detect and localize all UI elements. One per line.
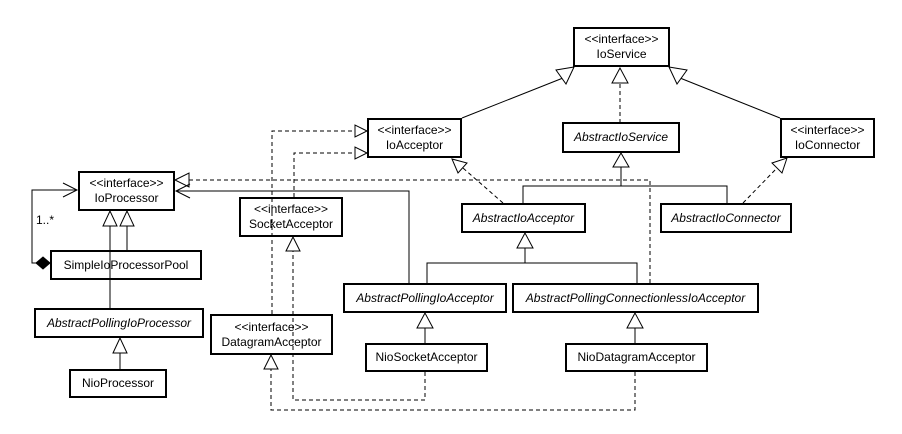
stereotype-label: <<interface>> — [234, 319, 309, 334]
class-name-label: IoConnector — [794, 138, 861, 152]
class-box-nioprocessor: NioProcessor — [69, 369, 167, 398]
class-box-abstractioservice: AbstractIoService — [562, 122, 680, 153]
hollow-triangle-arrowhead-icon — [555, 66, 575, 85]
class-name-label: NioDatagramAcceptor — [577, 350, 696, 364]
hollow-triangle-arrowhead-icon — [354, 124, 369, 138]
hollow-triangle-arrowhead-icon — [451, 158, 468, 174]
hollow-triangle-arrowhead-icon — [771, 157, 788, 174]
stereotype-label: <<interface>> — [584, 32, 659, 46]
edge-niosocketacceptor-extends-abstractpollingioacceptor — [416, 311, 434, 343]
class-box-ioprocessor: <<interface>>IoProcessor — [78, 171, 175, 211]
edge-abstractioacceptor-implements-ioacceptor — [451, 158, 504, 204]
class-box-abstractpollingioacceptor: AbstractPollingIoAcceptor — [343, 283, 507, 313]
class-box-abstractioacceptor: AbstractIoAcceptor — [461, 203, 586, 233]
class-name-label: SimpleIoProcessorPool — [63, 257, 189, 272]
stereotype-label: <<interface>> — [253, 202, 329, 216]
class-name-label: IoAcceptor — [385, 138, 444, 152]
class-name-label: IoService — [596, 47, 647, 61]
hollow-triangle-arrowhead-icon — [668, 66, 688, 85]
class-box-socketacceptor: <<interface>>SocketAcceptor — [239, 197, 343, 237]
edge-ioconnector-extends-ioservice — [668, 66, 781, 119]
edge-abstractioservice-implements-ioservice — [611, 66, 629, 123]
class-name-label: AbstractIoAcceptor — [472, 210, 575, 225]
edge-polling-acceptors-extend-abstractioacceptor — [426, 231, 638, 283]
edge-nioprocessor-extends-abstractpollingioprocessor — [112, 336, 128, 369]
class-box-abstractpollingioprocessor: AbstractPollingIoProcessor — [34, 308, 204, 338]
hollow-triangle-arrowhead-icon — [516, 231, 534, 249]
hollow-triangle-arrowhead-icon — [416, 311, 434, 329]
class-name-label: DatagramAcceptor — [221, 334, 322, 349]
edge-simpleioprocessorpool-implements-ioprocessor — [119, 209, 135, 250]
class-name-label: AbstractPollingIoProcessor — [46, 315, 192, 330]
hollow-triangle-arrowhead-icon — [173, 172, 190, 188]
class-name-label: AbstractIoConnector — [671, 210, 781, 225]
class-box-abstractioconnector: AbstractIoConnector — [660, 203, 792, 233]
hollow-triangle-arrowhead-icon — [112, 336, 128, 354]
class-box-niodatagramacceptor: NioDatagramAcceptor — [565, 343, 708, 372]
hollow-triangle-arrowhead-icon — [102, 209, 118, 227]
hollow-triangle-arrowhead-icon — [354, 146, 369, 160]
hollow-triangle-arrowhead-icon — [285, 235, 301, 252]
class-name-label: NioProcessor — [81, 376, 155, 390]
stereotype-label: <<interface>> — [790, 123, 865, 137]
class-name-label: AbstractPollingConnectionlessIoAcceptor — [525, 290, 746, 305]
open-arrowhead-icon — [174, 183, 191, 199]
class-box-simpleioprocessorpool: SimpleIoProcessorPool — [50, 250, 202, 280]
class-name-label: SocketAcceptor — [248, 217, 334, 231]
composition-diamond-icon — [35, 256, 51, 270]
stereotype-label: <<interface>> — [89, 176, 164, 190]
class-name-label: NioSocketAcceptor — [375, 350, 478, 364]
class-name-label: IoProcessor — [94, 191, 159, 205]
class-box-datagramacceptor: <<interface>>DatagramAcceptor — [210, 314, 333, 355]
hollow-triangle-arrowhead-icon — [611, 66, 629, 84]
edge-ioacceptor-extends-ioservice — [461, 66, 575, 119]
class-name-label: AbstractPollingIoAcceptor — [356, 290, 494, 305]
class-name-label: AbstractIoService — [573, 130, 669, 144]
hollow-triangle-arrowhead-icon — [263, 353, 279, 370]
hollow-triangle-arrowhead-icon — [119, 209, 135, 227]
class-box-ioacceptor: <<interface>>IoAcceptor — [367, 118, 462, 158]
edge-abstractioacceptor-abstractioconnector-extend-abstractioservice — [522, 151, 728, 203]
class-box-ioservice: <<interface>>IoService — [573, 27, 670, 67]
class-box-ioconnector: <<interface>>IoConnector — [780, 118, 875, 158]
open-arrowhead-icon — [62, 182, 79, 198]
hollow-triangle-arrowhead-icon — [612, 151, 630, 168]
edge-socketacceptor-extends-ioacceptor — [293, 146, 369, 197]
class-box-niosocketacceptor: NioSocketAcceptor — [365, 343, 488, 372]
stereotype-label: <<interface>> — [377, 123, 452, 137]
class-box-abstractpollingconnectionlessioacceptor: AbstractPollingConnectionlessIoAcceptor — [512, 283, 759, 313]
multiplicity-label: 1..* — [36, 213, 55, 227]
hollow-triangle-arrowhead-icon — [626, 311, 644, 329]
edge-niodatagramacceptor-extends-abstractpollingconnectionlessioacceptor — [626, 311, 644, 343]
edge-abstractioconnector-implements-ioconnector — [742, 157, 788, 204]
